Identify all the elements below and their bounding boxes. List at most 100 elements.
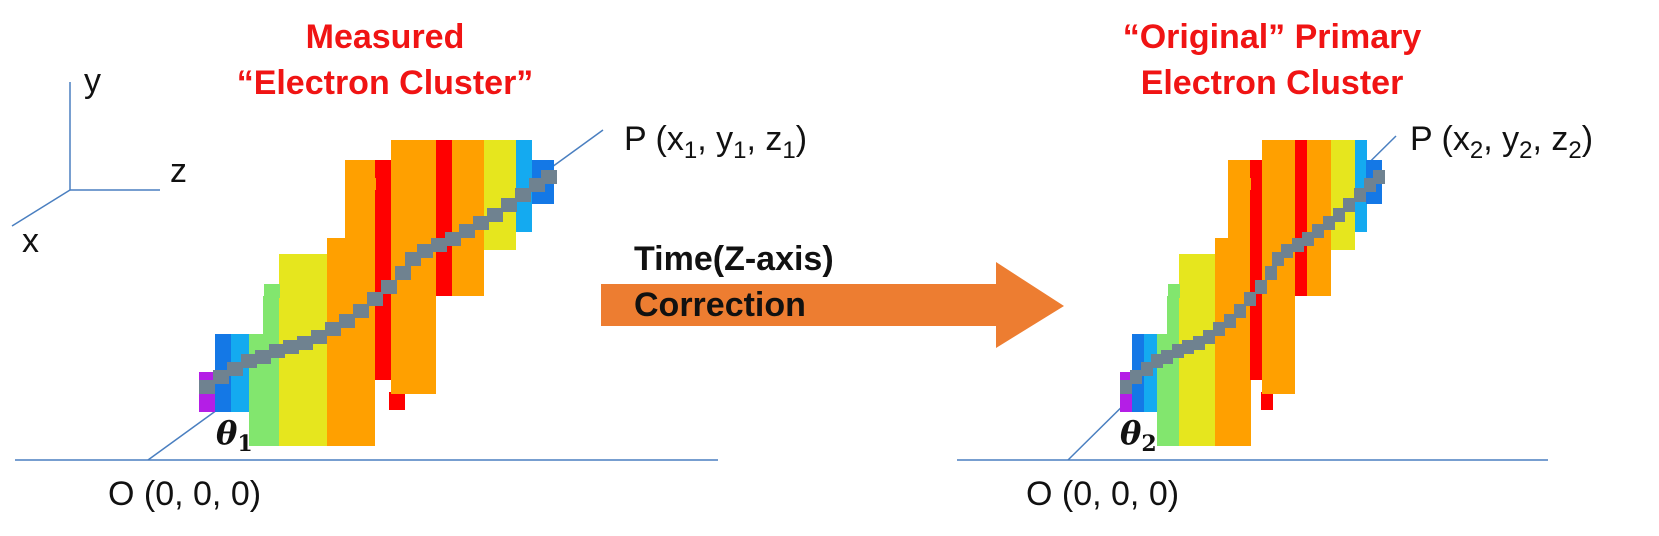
y-axis-label: y [84, 62, 101, 100]
cluster-track-pixel [473, 216, 489, 230]
cluster-track-pixel [339, 314, 355, 328]
cluster-pixel-band [1167, 296, 1179, 334]
right-p-pre: P (x [1410, 120, 1470, 158]
z-axis-label: z [170, 152, 187, 190]
cluster-track-pixel [1292, 238, 1304, 252]
left-theta-symbol: θ [216, 414, 238, 452]
x-axis-label: x [22, 222, 39, 260]
cluster-pixel-band [1228, 160, 1250, 238]
cluster-track-pixel [297, 336, 313, 350]
cluster-pixel-band [436, 140, 452, 296]
cluster-pixel-band [1355, 140, 1367, 232]
left-theta-sub: 1 [237, 431, 252, 457]
cluster-track-pixel [381, 280, 397, 294]
cluster-track-pixel [1182, 340, 1194, 354]
right-panel: “Original” Primary Electron Cluster P (x… [957, 18, 1593, 513]
right-title-line1: “Original” Primary [1123, 18, 1422, 56]
cluster-track-pixel [1151, 354, 1163, 368]
cluster-track-pixel [283, 340, 299, 354]
cluster-track-pixel [367, 292, 383, 306]
right-p-mid1: , y [1483, 120, 1519, 158]
cluster-track-pixel [1213, 322, 1225, 336]
cluster-track-pixel [1343, 198, 1355, 212]
right-origin-label: O (0, 0, 0) [1026, 475, 1179, 513]
time-correction-arrow: Time(Z-axis) Correction [601, 240, 1064, 348]
cluster-pixel-band [516, 140, 532, 232]
cluster-track-pixel [255, 350, 271, 364]
cluster-track-pixel [1224, 314, 1236, 328]
cluster-pixel-band [345, 160, 375, 238]
cluster-track-pixel [1354, 188, 1366, 202]
cluster-track-pixel [1302, 232, 1314, 246]
cluster-track-pixel [213, 370, 229, 384]
cluster-track-pixel [269, 344, 285, 358]
left-origin-label: O (0, 0, 0) [108, 475, 261, 513]
cluster-pixel-band [1168, 284, 1180, 298]
right-title-line2: Electron Cluster [1141, 64, 1404, 102]
cluster-track-pixel [487, 208, 503, 222]
cluster-pixel-band [364, 178, 376, 190]
cluster-pixel-band [1215, 238, 1251, 446]
cluster-pixel-band [264, 284, 280, 298]
arrow-label-line1: Time(Z-axis) [634, 240, 834, 278]
cluster-pixel-band [1261, 392, 1273, 410]
cluster-track-pixel [199, 380, 215, 394]
left-theta-label: θ1 [216, 414, 253, 457]
cluster-pixel-band [389, 392, 405, 410]
left-title-line1: Measured [306, 18, 465, 56]
right-p-sub2: 2 [1519, 137, 1532, 164]
cluster-track-pixel [1323, 216, 1335, 230]
cluster-track-pixel [241, 354, 257, 368]
cluster-track-pixel [1244, 292, 1256, 306]
cluster-pixel-band [1242, 178, 1251, 190]
right-p-post: ) [1582, 120, 1593, 158]
right-p-sub3: 2 [1568, 137, 1581, 164]
cluster-track-pixel [1141, 362, 1153, 376]
cluster-pixel-band [375, 160, 391, 380]
cluster-pixel-band [1331, 140, 1355, 250]
left-p-sub2: 1 [733, 137, 746, 164]
cluster-track-pixel [1333, 208, 1345, 222]
cluster-track-pixel [1312, 224, 1324, 238]
cluster-track-pixel [1130, 370, 1142, 384]
cluster-pixel-band [484, 140, 516, 250]
right-theta-sub: 2 [1141, 431, 1156, 457]
cluster-track-pixel [395, 266, 411, 280]
left-panel: Measured “Electron Cluster” P (x1, y1, z… [15, 18, 807, 513]
cluster-track-pixel [1172, 344, 1184, 358]
right-theta-symbol: θ [1120, 414, 1142, 452]
left-point-p-label: P (x1, y1, z1) [624, 120, 807, 164]
cluster-track-pixel [311, 330, 327, 344]
cluster-track-pixel [1161, 350, 1173, 364]
cluster-track-pixel [1255, 280, 1267, 294]
left-p-sub3: 1 [782, 137, 795, 164]
cluster-track-pixel [445, 232, 461, 246]
arrow-shape [601, 262, 1064, 348]
cluster-track-pixel [417, 244, 433, 258]
right-electron-cluster [1120, 140, 1385, 446]
cluster-track-pixel [459, 224, 475, 238]
cluster-track-pixel [1203, 330, 1215, 344]
left-p-sub1: 1 [684, 137, 697, 164]
arrow-label-line2: Correction [634, 286, 806, 324]
right-p-sub1: 2 [1470, 137, 1483, 164]
cluster-pixel-band [1250, 160, 1262, 380]
left-p-mid2: , z [746, 120, 782, 158]
cluster-track-pixel [1120, 380, 1132, 394]
cluster-track-pixel [353, 304, 369, 318]
cluster-pixel-band [1295, 140, 1307, 296]
cluster-track-pixel [1193, 336, 1205, 350]
left-p-post: ) [796, 120, 807, 158]
cluster-track-pixel [325, 322, 341, 336]
cluster-track-pixel [431, 238, 447, 252]
cluster-pixel-band [263, 296, 279, 334]
cluster-track-pixel [1373, 170, 1385, 184]
cluster-track-pixel [227, 362, 243, 376]
cluster-track-pixel [1234, 304, 1246, 318]
right-theta-label: θ2 [1120, 414, 1157, 457]
left-p-mid1: , y [697, 120, 733, 158]
cluster-track-pixel [1265, 266, 1277, 280]
left-p-pre: P (x [624, 120, 684, 158]
left-title-line2: “Electron Cluster” [237, 64, 534, 102]
